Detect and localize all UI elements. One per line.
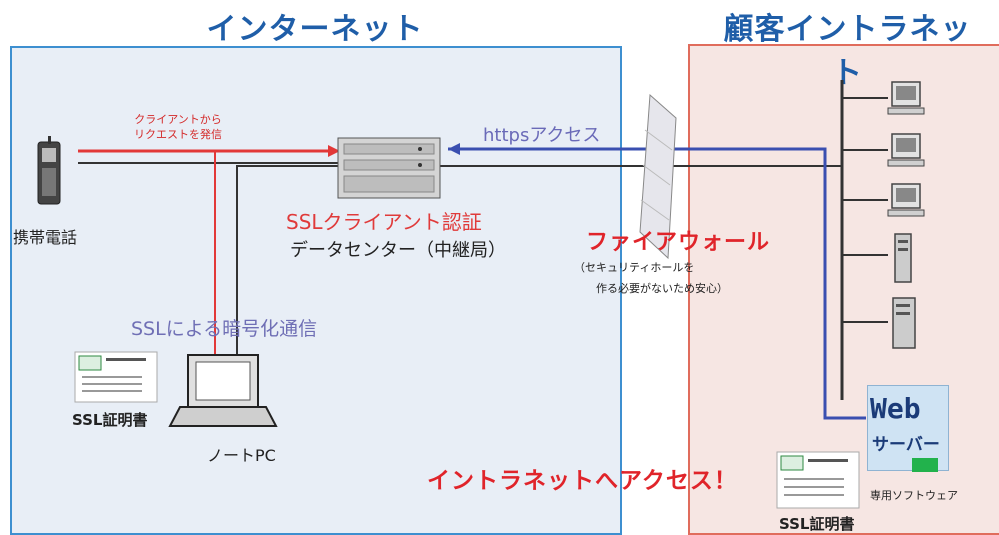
desktop-pc-icon [887, 183, 925, 217]
ssl-client-auth-label: SSLクライアント認証 [286, 210, 482, 234]
ssl-cert-right-label: SSL証明書 [779, 515, 855, 533]
notebook-pc-icon [168, 354, 278, 427]
firewall-note-line2: 作る必要がないため安心） [596, 281, 728, 295]
mobile-phone-icon [37, 136, 61, 205]
intranet-title: 顧客イントラネット [723, 12, 972, 91]
ssl-certificate-icon [776, 451, 860, 509]
firewall-label: ファイアウォール [586, 230, 771, 255]
client-request-label: クライアントから リクエストを発信 [134, 113, 222, 143]
web-server-indicator [912, 458, 938, 472]
https-access-label: httpsアクセス [483, 125, 601, 146]
tower-server-icon [894, 233, 912, 283]
desktop-pc-icon [887, 133, 925, 167]
https-arrowhead [448, 143, 460, 155]
https-line [448, 147, 866, 420]
data-center-label: データセンター（中継局） [290, 240, 506, 261]
mobile-phone-label: 携帯電話 [13, 228, 78, 247]
notebook-pc-label: ノートPC [207, 446, 276, 465]
notebook-datacenter-line [236, 165, 338, 365]
ssl-certificate-icon [74, 351, 158, 403]
internet-zone [10, 46, 622, 535]
web-server-title: Web [870, 392, 921, 425]
internet-title: インターネット [206, 12, 424, 47]
desktop-pc-icon [887, 81, 925, 115]
firewall-note: （セキュリティホールを 作る必要がないため安心） [574, 258, 728, 300]
request-arrowhead [328, 145, 340, 157]
ssl-encrypted-label: SSLによる暗号化通信 [131, 318, 318, 340]
web-server-icon [867, 385, 949, 471]
web-server-subtitle: サーバー [872, 435, 940, 455]
client-request-line2: リクエストを発信 [134, 127, 222, 141]
firewall-note-line1: （セキュリティホールを [574, 261, 695, 274]
client-request-line1: クライアントから [134, 113, 222, 126]
datacenter-server-icon [337, 137, 441, 199]
tower-server-icon [892, 297, 916, 349]
firewall-icon [639, 93, 677, 260]
dedicated-software-label: 専用ソフトウェア [870, 489, 958, 502]
ssl-cert-left-label: SSL証明書 [72, 411, 148, 429]
intranet-access-label: イントラネットへアクセス！ [427, 468, 738, 494]
